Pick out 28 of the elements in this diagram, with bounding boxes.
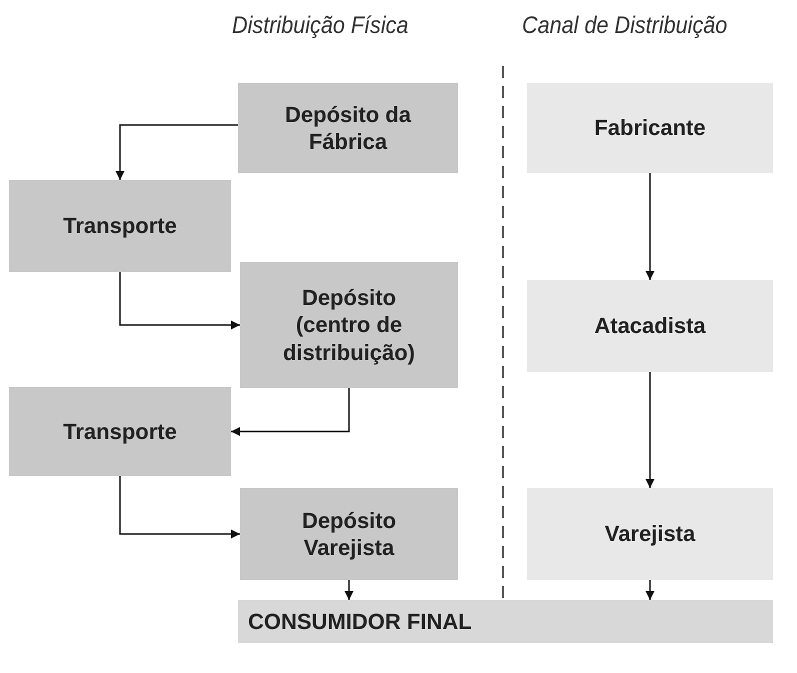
box-label: Depósito da Fábrica — [284, 100, 412, 156]
arrow — [119, 476, 240, 538]
box-label: Fabricante — [594, 114, 706, 142]
arrow — [344, 580, 354, 600]
column-heading: Distribuição Física — [232, 12, 408, 40]
arrow — [119, 272, 240, 330]
box-label: Atacadista — [594, 312, 706, 340]
column-heading: Canal de Distribuição — [522, 12, 728, 40]
process-box — [527, 83, 773, 173]
box-label: Varejista — [604, 520, 696, 548]
box-label: Depósito Varejista — [300, 506, 398, 562]
process-box — [9, 180, 231, 272]
process-box — [9, 387, 231, 476]
process-box — [527, 280, 773, 372]
box-label: Depósito (centro de distribuição) — [282, 284, 416, 366]
arrow — [231, 388, 350, 436]
box-label: Transporte — [63, 418, 177, 446]
process-box — [240, 488, 458, 580]
box-label: Transporte — [63, 212, 177, 240]
process-box — [527, 488, 773, 580]
arrow — [116, 124, 238, 180]
arrow — [646, 173, 654, 280]
process-box — [240, 262, 458, 388]
process-box — [238, 600, 773, 643]
box-label: CONSUMIDOR FINAL — [248, 608, 472, 636]
arrow — [646, 372, 654, 488]
process-box — [238, 83, 458, 173]
arrow — [646, 580, 654, 600]
